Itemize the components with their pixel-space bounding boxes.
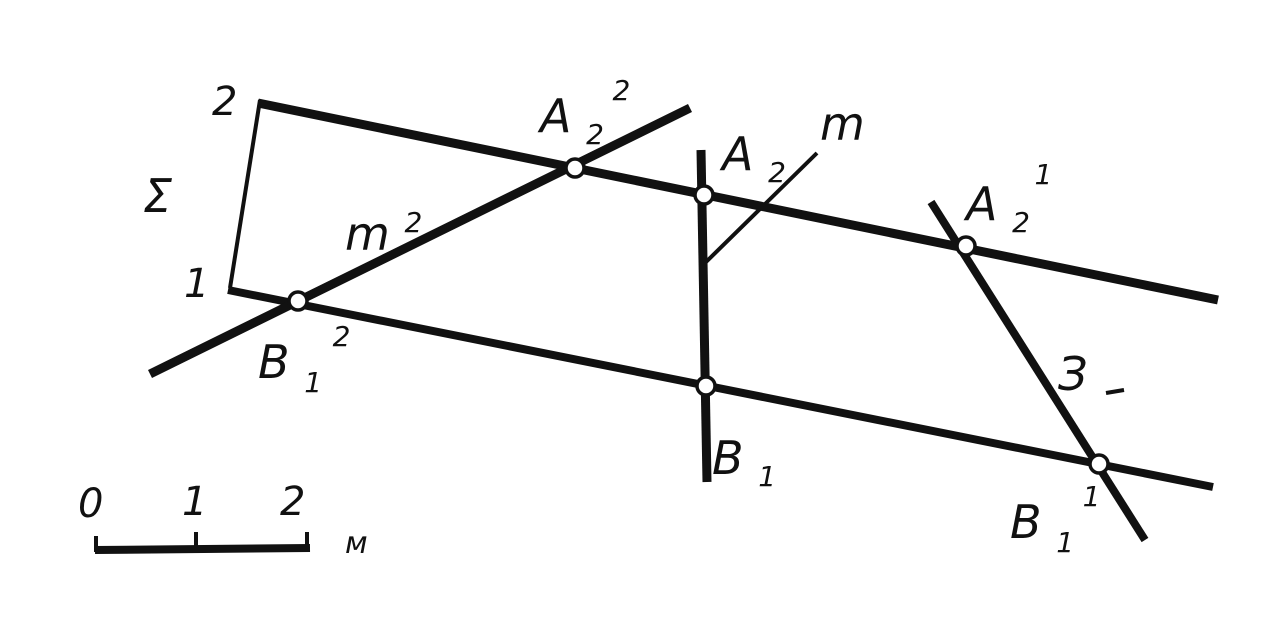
label-A2-sup2-sup: 2	[613, 74, 631, 107]
label-B1-sup1-sup: 1	[1083, 480, 1101, 513]
label-B1-sub: 1	[758, 460, 776, 493]
point-B1	[695, 375, 717, 397]
scale-bar	[94, 544, 311, 554]
label-B1-sup2-sub: 1	[304, 366, 322, 399]
lower-level-line	[227, 286, 1214, 491]
label-line-m2: m 2	[345, 206, 422, 261]
label-point-B1-sup2: B 1 2	[258, 320, 350, 403]
level-label-upper: 2	[212, 79, 237, 125]
line-3-label-mark	[1105, 388, 1125, 395]
line-3	[927, 199, 1149, 543]
point-A2	[693, 184, 715, 206]
plane-label: Σ	[143, 169, 172, 223]
label-point-A2: A 2	[719, 127, 786, 189]
scale-label-0: 0	[78, 481, 103, 527]
label-B1-sup1-base: B	[1010, 495, 1042, 549]
label-A2-sup2-base: A	[537, 89, 571, 143]
upper-level-line	[257, 98, 1219, 305]
label-point-B1: B 1	[712, 431, 776, 493]
label-A2-sup1-base: A	[963, 177, 997, 231]
label-point-A2-sup2: A 2 2	[537, 74, 630, 155]
label-B1-sup1-sub: 1	[1056, 526, 1074, 559]
label-A2-sup1-sub: 2	[1012, 206, 1030, 239]
label-B1-sup2-base: B	[258, 335, 290, 389]
line-m2	[148, 103, 692, 379]
level-label-lower: 1	[184, 261, 209, 307]
label-B1-base: B	[712, 431, 744, 485]
label-A2-base: A	[719, 127, 753, 181]
scale-label-2: 2	[280, 479, 305, 525]
label-B1-sup2-sup: 2	[333, 320, 351, 353]
scale-unit: м	[345, 526, 368, 561]
point-B1-sup2	[287, 290, 309, 312]
label-point-A2-sup1: A 2 1	[963, 158, 1052, 243]
label-line-m2-sup: 2	[404, 206, 422, 239]
label-A2-sup1-sup: 1	[1035, 158, 1053, 191]
label-line-3: З	[1058, 347, 1088, 401]
point-B1-sup1	[1088, 453, 1110, 475]
label-A2-sub: 2	[768, 156, 786, 189]
label-point-B1-sup1: B 1 1	[1010, 480, 1100, 563]
plane-trace-line	[228, 99, 262, 289]
scale-label-1: 1	[182, 479, 207, 525]
point-A2-sup2	[564, 157, 586, 179]
label-A2-sup2-sub: 2	[586, 118, 604, 151]
label-line-m2-base: m	[345, 207, 390, 261]
point-A2-sup1	[955, 235, 977, 257]
label-line-m: m	[820, 97, 865, 151]
